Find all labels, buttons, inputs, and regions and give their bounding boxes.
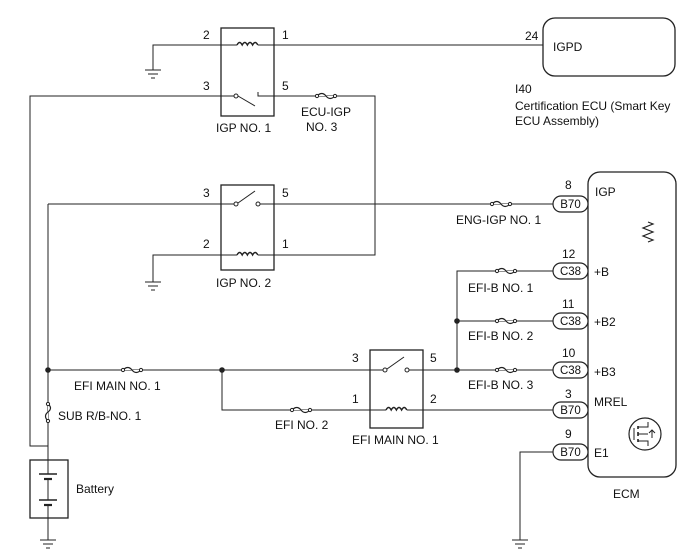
fuse-label: EFI-B NO. 2 <box>468 329 534 343</box>
connector-tag-c38-11: C38 <box>552 312 589 330</box>
battery <box>29 459 69 519</box>
relay-label: IGP NO. 2 <box>216 276 271 290</box>
connector-id: B70 <box>560 447 580 459</box>
fuse-label: EFI NO. 2 <box>275 418 329 432</box>
pin-number: 24 <box>525 29 539 43</box>
relay-pin: 1 <box>282 237 289 251</box>
ecm-terminal: IGP <box>595 185 616 199</box>
relay-pin: 5 <box>430 351 437 365</box>
relay-pin: 3 <box>203 186 210 200</box>
ecm-terminal: E1 <box>594 446 609 460</box>
relay-pin: 3 <box>203 79 210 93</box>
fuse-sub-rb1-icon <box>44 401 52 424</box>
connector-tag-c38-12: C38 <box>552 262 589 280</box>
fuse-ecu-igp3-icon <box>314 92 338 100</box>
relay-pin: 2 <box>203 237 210 251</box>
connector-id: B70 <box>560 199 580 211</box>
ecm-pin-number: 9 <box>565 427 572 441</box>
ecm <box>587 171 677 478</box>
fuse-label: ECU-IGP <box>301 105 351 119</box>
connector-id: C38 <box>560 316 581 328</box>
relay-igp1 <box>220 27 275 117</box>
battery-label: Battery <box>76 482 114 496</box>
relay-igp2 <box>220 184 275 271</box>
ground-symbol <box>512 539 528 549</box>
ecm-pin-number: 11 <box>562 297 575 311</box>
fuse-label: NO. 3 <box>306 120 338 134</box>
relay-pin: 2 <box>430 392 437 406</box>
terminal-label: IGPD <box>553 40 583 54</box>
relay-pin: 1 <box>282 28 289 42</box>
relay-pin: 3 <box>352 351 359 365</box>
ecm-pin-number: 10 <box>562 346 576 360</box>
ecu-name-line1: Certification ECU (Smart Key <box>515 99 670 113</box>
ecm-pin-number: 12 <box>562 247 576 261</box>
relay-pin: 5 <box>282 79 289 93</box>
fuse-efi-b2-icon <box>494 317 518 325</box>
fuse-label: EFI-B NO. 3 <box>468 378 534 392</box>
ground-symbol <box>145 281 161 291</box>
fuse-label: EFI-B NO. 1 <box>468 281 534 295</box>
relay-efi-main1 <box>369 349 424 429</box>
connector-id: C38 <box>560 266 581 278</box>
connector-tag-b70-9: B70 <box>552 443 589 461</box>
ground-symbol <box>145 69 161 79</box>
connector-id: C38 <box>560 365 581 377</box>
fuse-label: SUB R/B-NO. 1 <box>58 409 142 423</box>
ecm-label: ECM <box>613 487 640 501</box>
connector-tag-b70-3: B70 <box>552 401 589 419</box>
connector-id: B70 <box>560 405 580 417</box>
junction-dots <box>45 201 651 373</box>
fuse-label: EFI MAIN NO. 1 <box>74 379 161 393</box>
ecm-pin-number: 8 <box>565 178 572 192</box>
ecm-terminal: +B <box>594 265 609 279</box>
fuse-efi2-icon <box>289 406 313 414</box>
relay-pin: 5 <box>282 186 289 200</box>
ecu-code: I40 <box>515 82 532 96</box>
connector-tag-b70-8: B70 <box>552 195 589 213</box>
relay-label: IGP NO. 1 <box>216 121 271 135</box>
relay-label: EFI MAIN NO. 1 <box>352 433 439 447</box>
ecm-terminal: MREL <box>594 395 628 409</box>
fuse-efi-b1-icon <box>494 267 518 275</box>
ecm-terminal: +B2 <box>594 315 616 329</box>
certification-ecu <box>542 17 676 77</box>
relay-pin: 1 <box>352 392 359 406</box>
fuse-label: ENG-IGP NO. 1 <box>456 213 541 227</box>
ecm-terminal: +B3 <box>594 365 616 379</box>
ecu-name-line2: ECU Assembly) <box>515 114 599 128</box>
fuse-efi-b3-icon <box>494 366 518 374</box>
fuse-efi-main1-icon <box>120 366 144 374</box>
ecm-pin-number: 3 <box>565 387 572 401</box>
ground-symbol <box>40 539 56 549</box>
connector-tag-c38-10: C38 <box>552 361 589 379</box>
relay-pin: 2 <box>203 28 210 42</box>
fuse-eng-igp1-icon <box>489 200 513 208</box>
